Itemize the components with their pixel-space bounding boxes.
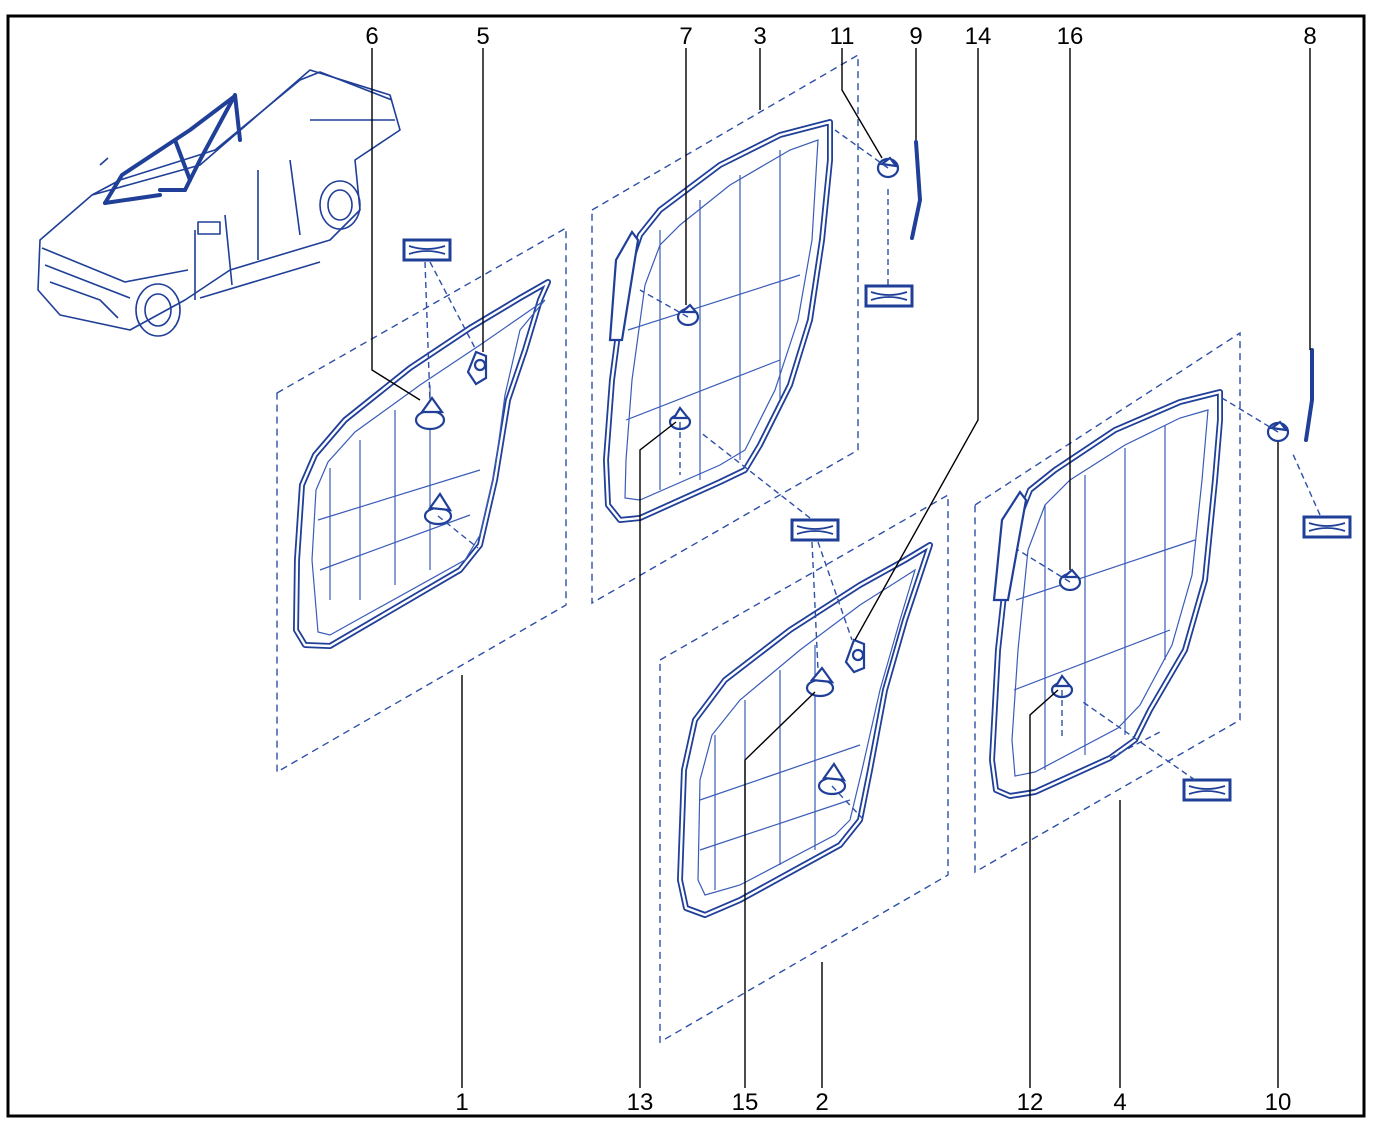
- callout-9: 9: [909, 23, 922, 50]
- tag-box-a: [402, 238, 452, 262]
- callout-10: 10: [1265, 1089, 1292, 1116]
- tag-box-c: [790, 518, 840, 542]
- callout-6: 6: [365, 23, 378, 50]
- callout-2: 2: [815, 1089, 828, 1116]
- frame-part-3: [591, 53, 859, 605]
- strip-8: [1304, 348, 1314, 442]
- door-seal-1: [293, 279, 551, 649]
- vehicle-thumbnail: [37, 69, 401, 337]
- clip-14: [844, 638, 866, 674]
- callout-16: 16: [1057, 23, 1084, 50]
- tag-box-d: [1302, 515, 1352, 539]
- clip-15: [805, 666, 835, 698]
- callout-7: 7: [679, 23, 692, 50]
- callout-12: 12: [1017, 1089, 1044, 1116]
- clip-lower-2: [817, 762, 847, 796]
- callout-8: 8: [1303, 23, 1316, 50]
- callout-1: 1: [455, 1089, 468, 1116]
- leader-lines: [371, 48, 1311, 1088]
- callout-3: 3: [753, 23, 766, 50]
- clip-7: [676, 303, 700, 327]
- frame-part-4: [974, 331, 1241, 874]
- callout-5: 5: [476, 23, 489, 50]
- tag-box-e: [1182, 778, 1232, 802]
- diagram-frame: [6, 14, 1366, 1118]
- callout-4: 4: [1113, 1089, 1126, 1116]
- clip-13: [668, 406, 692, 431]
- door-seal-3: [603, 119, 833, 523]
- strip-9: [910, 140, 922, 240]
- door-seal-4: [989, 389, 1223, 799]
- clip-6: [414, 396, 446, 431]
- callout-15: 15: [732, 1089, 759, 1116]
- clip-5: [466, 350, 488, 386]
- clip-lower-1: [423, 492, 453, 526]
- clip-16: [1058, 568, 1082, 592]
- frame-part-1: [276, 226, 567, 774]
- callout-14: 14: [965, 23, 992, 50]
- tag-box-b: [864, 284, 914, 308]
- frame-part-2: [659, 493, 949, 1044]
- door-seal-2: [677, 542, 933, 918]
- callout-13: 13: [627, 1089, 654, 1116]
- dashed-arrows: [424, 129, 1321, 819]
- callout-11: 11: [830, 23, 855, 50]
- callout-labels: 6 5 7 3 11 9 14 16 8 1 13 15 2 12 4 10: [365, 23, 1316, 1116]
